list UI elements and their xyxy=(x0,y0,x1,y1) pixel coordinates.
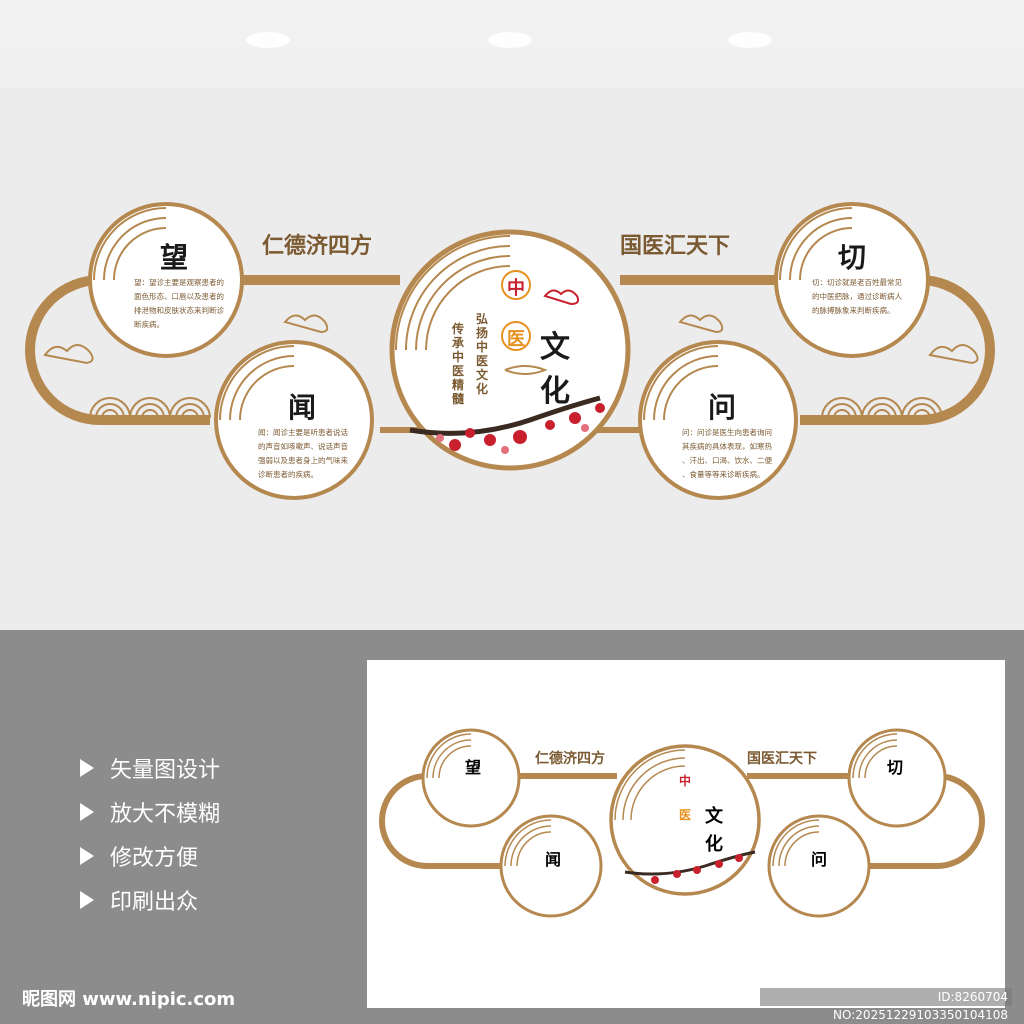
hua-char: 化 xyxy=(540,374,570,409)
wang-title: 望 xyxy=(160,241,189,274)
desc-line: 诊断患者的疾病。 xyxy=(258,470,318,479)
preview-wen3: 问 xyxy=(811,850,828,869)
feature-label: 放大不模糊 xyxy=(110,802,221,827)
wave-ornament-right xyxy=(821,397,943,419)
feature-label: 印刷出众 xyxy=(110,890,199,915)
feature-label: 矢量图设计 xyxy=(110,758,221,783)
desc-line: 、食量等等来诊断疾病。 xyxy=(682,470,765,479)
play-triangle-icon xyxy=(80,847,94,865)
cloud-ornament-right xyxy=(678,314,979,365)
preview-wang: 望 xyxy=(465,758,482,777)
wen-char: 文 xyxy=(540,330,570,365)
yi-char: 医 xyxy=(507,329,525,350)
desc-line: 的中医把脉，通过诊断病人 xyxy=(812,292,902,301)
desc-line: 的脉搏脉象来判断疾病。 xyxy=(812,306,895,315)
swirl-icon xyxy=(504,365,548,375)
feature-label: 修改方便 xyxy=(110,846,199,871)
play-triangle-icon xyxy=(80,759,94,777)
circle-wen3 xyxy=(638,340,798,500)
spotlight-left xyxy=(246,32,290,48)
desc-line: 排泄物和皮肤状态来判断诊 xyxy=(134,306,224,315)
desc-line: 问：问诊是医生向患者询问 xyxy=(682,428,772,437)
spotlight-right xyxy=(728,32,772,48)
spotlight-center xyxy=(488,32,532,48)
wen3-title: 问 xyxy=(708,391,737,424)
qie-desc: 切：切诊就是老百姓最常见 的中医把脉，通过诊断病人 的脉搏脉象来判断疾病。 xyxy=(812,276,922,318)
play-triangle-icon xyxy=(80,803,94,821)
track-right xyxy=(620,275,995,425)
plum-blossom-branch xyxy=(409,395,605,454)
wen2-desc: 闻：闻诊主要是听患者说话 的声音如咳嗽声、说话声音 强弱以及患者身上的气味来 诊… xyxy=(258,426,368,482)
wang-desc: 望：望诊主要是观察患者的 面色形态、口唇以及患者的 排泄物和皮肤状态来判断诊 断… xyxy=(134,276,244,332)
play-triangle-icon xyxy=(80,891,94,909)
desc-line: 、汗出、口渴、饮水、二便 xyxy=(682,456,772,465)
feature-item: 印刷出众 xyxy=(80,884,198,916)
wen3-desc: 问：问诊是医生向患者询问 其疾病的具体表现，如寒热 、汗出、口渴、饮水、二便 、… xyxy=(682,426,792,482)
zhong-seal xyxy=(501,270,531,300)
wall-mockup: 仁德济四方 国医汇天下 中 医 文 化 弘扬中医文化 传承中医精髓 望 闻 问 … xyxy=(0,0,1024,630)
wen2-title: 闻 xyxy=(288,391,317,424)
zhong-char: 中 xyxy=(507,278,525,299)
desc-line: 闻：闻诊主要是听患者说话 xyxy=(258,428,348,437)
vertical-slogan-1: 弘扬中医文化 xyxy=(476,312,489,396)
preview-yi: 医 xyxy=(679,808,692,822)
desc-line: 其疾病的具体表现，如寒热 xyxy=(682,442,772,451)
vertical-slogan-2: 传承中医精髓 xyxy=(452,322,465,406)
cloud-ornament-left xyxy=(43,314,329,365)
desc-line: 面色形态、口唇以及患者的 xyxy=(134,292,224,301)
preview-zhong: 中 xyxy=(679,774,692,788)
circle-wang xyxy=(88,202,244,358)
feature-item: 放大不模糊 xyxy=(80,796,220,828)
feature-item: 修改方便 xyxy=(80,840,198,872)
image-id-label: ID:8260704 NO:20251229103350104108 xyxy=(760,988,1012,1022)
desc-line: 强弱以及患者身上的气味来 xyxy=(258,456,348,465)
preview-wen: 文 xyxy=(705,806,723,827)
preview-hua: 化 xyxy=(705,834,723,855)
yi-seal xyxy=(501,321,531,351)
preview-slogan-right: 国医汇天下 xyxy=(747,751,817,767)
qie-title: 切 xyxy=(838,241,867,274)
preview-artwork xyxy=(379,728,985,918)
desc-line: 的声音如咳嗽声、说话声音 xyxy=(258,442,348,451)
circle-wen2 xyxy=(214,340,374,500)
wall-artwork xyxy=(0,32,1024,630)
flat-preview: 仁德济四方 国医汇天下 望 闻 问 切 文 化 中 医 xyxy=(367,660,1005,1008)
preview-slogan-left: 仁德济四方 xyxy=(535,751,605,767)
circle-qie xyxy=(774,202,930,358)
wave-ornament-left xyxy=(89,397,211,419)
preview-qie: 切 xyxy=(887,758,904,777)
red-cloud-icon xyxy=(543,289,580,306)
slogan-left: 仁德济四方 xyxy=(262,233,373,259)
feature-item: 矢量图设计 xyxy=(80,752,220,784)
desc-line: 断疾病。 xyxy=(134,320,164,329)
desc-line: 望：望诊主要是观察患者的 xyxy=(134,278,224,287)
preview-wen2: 闻 xyxy=(545,850,562,869)
slogan-right: 国医汇天下 xyxy=(620,233,731,259)
site-logo[interactable]: 昵图网 www.nipic.com xyxy=(22,989,236,1010)
desc-line: 切：切诊就是老百姓最常见 xyxy=(812,278,902,287)
